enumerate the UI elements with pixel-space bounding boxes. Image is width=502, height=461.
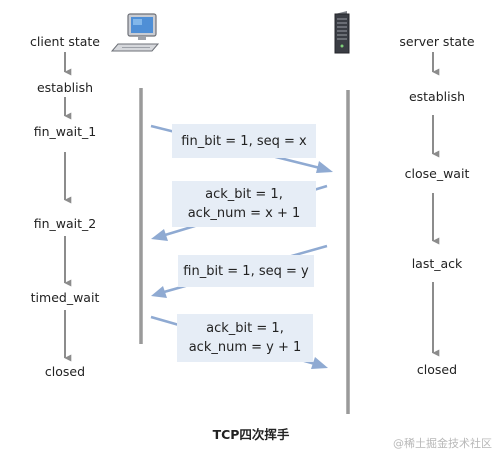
- diagram-caption: TCP四次挥手: [212, 427, 290, 442]
- message-label: ack_num = y + 1: [188, 340, 302, 355]
- server-state-establish: establish: [408, 89, 466, 104]
- message-box-ack-client: ack_bit = 1, ack_num = y + 1: [177, 314, 313, 362]
- watermark: @稀土掘金技术社区: [393, 437, 492, 450]
- message-label: fin_bit = 1, seq = y: [183, 263, 309, 279]
- message-box-fin-client: fin_bit = 1, seq = x: [172, 124, 316, 158]
- message-label: fin_bit = 1, seq = x: [181, 133, 307, 149]
- client-state-timed-wait: timed_wait: [30, 290, 100, 305]
- server-tower-icon: [334, 11, 350, 54]
- client-state-establish: establish: [36, 80, 94, 95]
- desktop-computer-icon: [110, 13, 160, 52]
- client-state-fin-wait-2: fin_wait_2: [33, 216, 97, 231]
- message-box-ack-server: ack_bit = 1, ack_num = x + 1: [172, 181, 316, 227]
- client-state-closed: closed: [44, 364, 86, 379]
- client-state-title: client state: [30, 34, 100, 49]
- client-state-fin-wait-1: fin_wait_1: [33, 124, 97, 139]
- message-label: ack_bit = 1,: [205, 187, 283, 202]
- message-label: ack_num = x + 1: [187, 206, 301, 221]
- message-box-fin-server: fin_bit = 1, seq = y: [178, 255, 314, 287]
- server-state-closed: closed: [416, 362, 458, 377]
- message-label: ack_bit = 1,: [206, 321, 284, 336]
- server-state-title: server state: [399, 34, 475, 49]
- server-state-close-wait: close_wait: [404, 166, 470, 181]
- server-state-last-ack: last_ack: [411, 256, 463, 271]
